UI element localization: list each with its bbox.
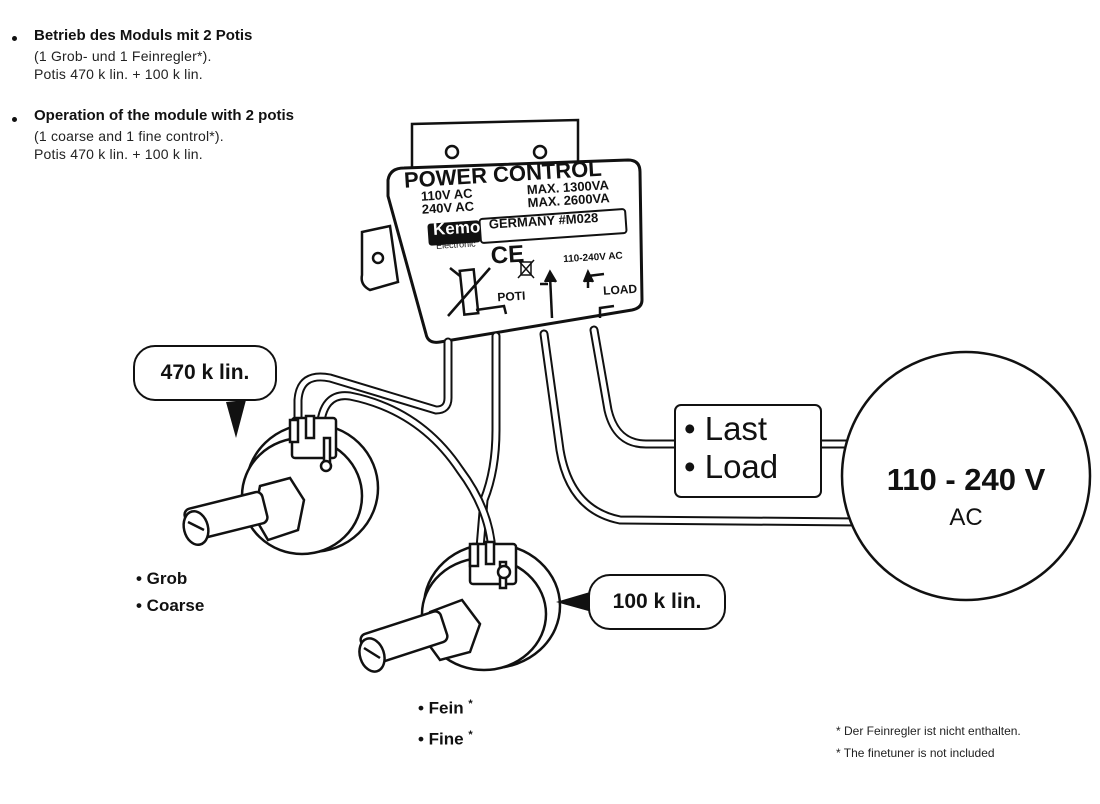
callout-470k-text: 470 k lin.: [160, 361, 250, 384]
kemo-logo: Kemo: [432, 217, 481, 240]
label-grob-coarse: • Grob • Coarse: [136, 565, 204, 619]
load-box: • Last • Load: [674, 404, 822, 498]
label-grob: • Grob: [136, 569, 188, 588]
footnote-de: * Der Feinregler ist nicht enthalten.: [836, 724, 1021, 738]
poti-symbol-icon: [447, 267, 508, 317]
callout-470k: 470 k lin.: [133, 345, 277, 401]
module-poti-label: POTI: [496, 288, 526, 305]
label-coarse: • Coarse: [136, 596, 205, 615]
header-de-title: Betrieb des Moduls mit 2 Potis: [34, 27, 253, 44]
callout-100k-pointer: [556, 592, 592, 612]
module-body: [386, 158, 644, 344]
label-fine-row: • Fine *: [418, 722, 473, 753]
label-fine-star: *: [468, 728, 473, 741]
pot-100k: [358, 540, 562, 673]
ce-mark: CE: [489, 240, 525, 270]
brand-badge: [427, 220, 481, 246]
module-mounting-plate: [360, 118, 580, 292]
load-box-en: • Load: [684, 448, 779, 485]
load-arrow-icon: [582, 268, 615, 318]
footnotes: * Der Feinregler ist nicht enthalten. * …: [836, 720, 1021, 764]
weee-bin-icon: [517, 259, 535, 279]
label-fein-star: *: [468, 698, 473, 710]
callout-100k-text: 100 k lin.: [612, 590, 702, 613]
header-en-title: Operation of the module with 2 potis: [34, 107, 295, 124]
bullet-dot: [12, 36, 17, 41]
pot-470k: [182, 414, 380, 556]
wires: [293, 325, 865, 557]
header-en-line2: Potis 470 k lin. + 100 k lin.: [34, 146, 203, 162]
label-fein: • Fein: [418, 698, 464, 718]
callout-470k-pointer: [226, 400, 246, 438]
callout-100k: 100 k lin.: [588, 574, 726, 630]
header-en-line1: (1 coarse and 1 fine control*).: [34, 128, 224, 144]
footnote-en: * The finetuner is not included: [836, 746, 995, 760]
label-fein-row: • Fein *: [418, 691, 473, 722]
bullet-dot: [12, 117, 17, 122]
label-fein-fine: • Fein * • Fine *: [418, 691, 473, 752]
header-de-line2: Potis 470 k lin. + 100 k lin.: [34, 66, 203, 82]
module-voltage-240: 240V AC: [421, 198, 475, 217]
module-load-label: LOAD: [602, 281, 638, 298]
ac-source-circle: [840, 350, 1092, 602]
header-de-line1: (1 Grob- und 1 Feinregler*).: [34, 48, 212, 64]
made-in-box: [478, 208, 628, 244]
ac-source-label: 110 - 240 V AC: [852, 462, 1080, 532]
load-box-de: • Last: [684, 410, 768, 447]
label-fine: • Fine: [418, 729, 464, 749]
ac-unit: AC: [949, 504, 983, 531]
ac-voltage: 110 - 240 V: [886, 462, 1046, 497]
mains-arrow-icon: [540, 269, 558, 319]
